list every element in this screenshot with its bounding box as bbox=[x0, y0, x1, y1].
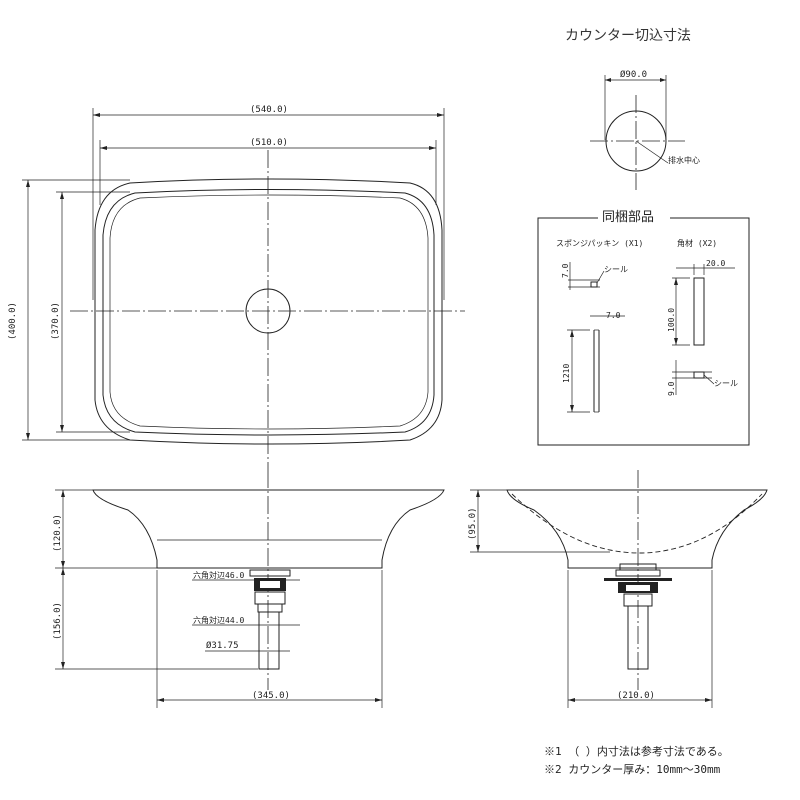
sponge-label: スポンジパッキン (X1) bbox=[556, 239, 643, 248]
bar-length-label: 100.0 bbox=[667, 308, 676, 332]
parts-title: 同梱部品 bbox=[602, 210, 654, 225]
side-bowl-height-label: (95.0) bbox=[468, 507, 478, 540]
top-view: (540.0) (510.0) (400.0) (370.0) bbox=[8, 105, 465, 470]
square-label: 角材 (X2) bbox=[677, 238, 717, 248]
drain-height-label: (156.0) bbox=[53, 602, 63, 640]
overall-depth-label: (400.0) bbox=[8, 302, 18, 340]
parts-box: 同梱部品 スポンジパッキン (X1) 角材 (X2) 7.0 シール 7.0 1… bbox=[537, 206, 750, 446]
side-view: (95.0) (210.0) bbox=[468, 470, 768, 708]
base-width-label: (345.0) bbox=[252, 691, 290, 701]
drain-center-label: 排水中心 bbox=[668, 155, 700, 165]
sponge-thickness-label: 7.0 bbox=[561, 263, 570, 278]
bar-width-label: 20.0 bbox=[706, 259, 725, 268]
overall-width-label: (540.0) bbox=[250, 105, 288, 115]
side-base-width-label: (210.0) bbox=[617, 691, 655, 701]
front-view: (120.0) 六角対辺46.0 六角対辺44.0 Ø31.75 (156.0)… bbox=[53, 470, 445, 708]
bowl-height-label: (120.0) bbox=[53, 514, 63, 552]
seal-label-b: シール bbox=[714, 379, 738, 388]
note-1: ※1 （ ）内寸法は参考寸法である。 bbox=[544, 744, 729, 758]
cutout-diameter-label: Ø90.0 bbox=[620, 69, 647, 80]
pipe-diameter-label: Ø31.75 bbox=[206, 640, 239, 651]
hex-46-label: 六角対辺46.0 bbox=[193, 570, 244, 580]
sponge-length-label: 1210 bbox=[562, 364, 571, 383]
inner-width-label: (510.0) bbox=[250, 138, 288, 148]
sponge-width-label: 7.0 bbox=[606, 311, 621, 320]
inner-depth-label: (370.0) bbox=[51, 302, 61, 340]
note-2: ※2 カウンター厚み：10mm〜30mm bbox=[544, 763, 721, 776]
bar-thickness-label: 9.0 bbox=[667, 381, 676, 396]
hex-44-label: 六角対辺44.0 bbox=[193, 615, 244, 625]
cutout-circle-view: Ø90.0 排水中心 bbox=[590, 69, 700, 190]
cutout-title: カウンター切込寸法 bbox=[565, 28, 691, 44]
seal-label-a: シール bbox=[604, 265, 628, 274]
